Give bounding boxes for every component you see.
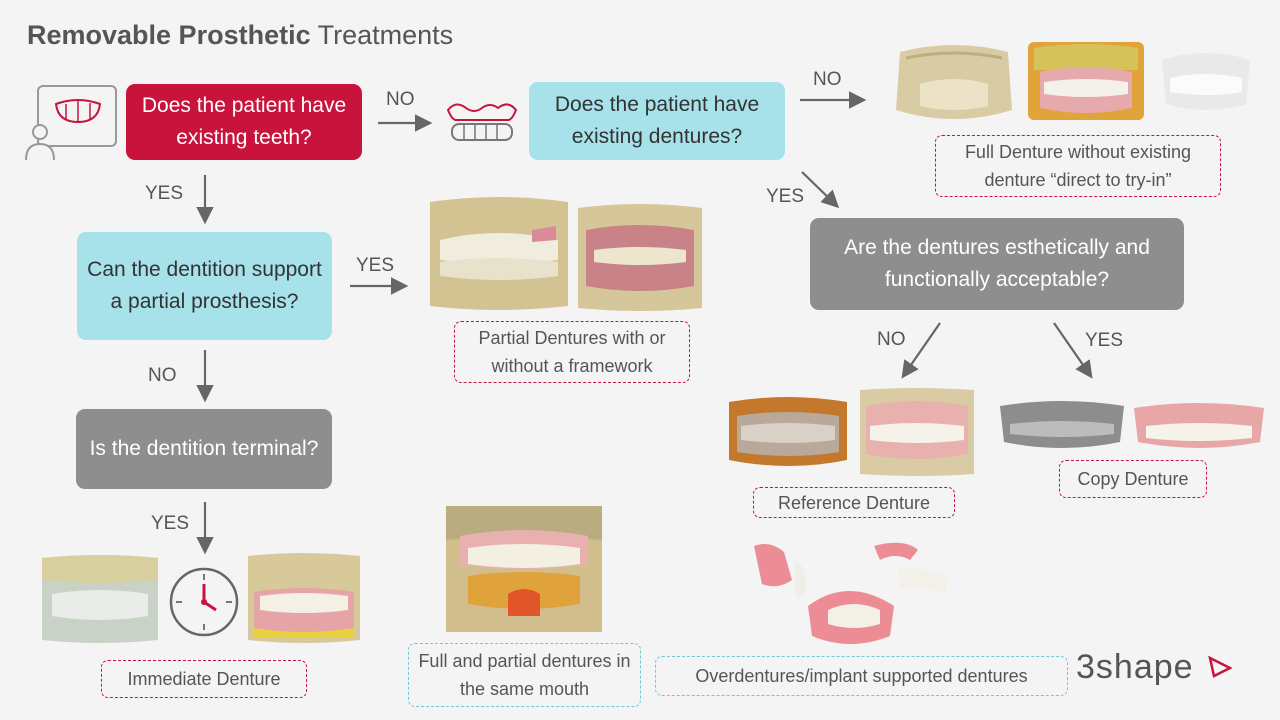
copy-denture-scan-image <box>998 400 1126 452</box>
immediate-denture-scan-image <box>246 552 362 644</box>
label-yes: YES <box>1085 330 1124 351</box>
question-existing-teeth: Does the patient have existing teeth? <box>126 84 362 160</box>
full-denture-scan-image <box>1024 38 1148 124</box>
label-no: NO <box>148 365 177 386</box>
label-yes: YES <box>145 183 184 204</box>
brand-wordmark: 3shape <box>1076 648 1233 687</box>
treatment-immediate-denture: Immediate Denture <box>101 660 307 698</box>
label-no: NO <box>386 89 415 110</box>
treatment-reference-denture: Reference Denture <box>753 487 955 518</box>
treatment-partial-dentures: Partial Dentures with or without a frame… <box>454 321 690 383</box>
partial-denture-framework-image <box>576 204 704 312</box>
treatment-full-and-partial: Full and partial dentures in the same mo… <box>408 643 641 707</box>
question-terminal: Is the dentition terminal? <box>76 409 332 489</box>
partial-denture-model-image <box>428 196 570 312</box>
full-denture-printed-image <box>1156 48 1254 114</box>
label-yes: YES <box>151 513 190 534</box>
treatment-full-denture: Full Denture without existing denture “d… <box>935 135 1221 197</box>
question-support-partial: Can the dentition support a partial pros… <box>77 232 332 340</box>
copy-denture-printed-image <box>1132 402 1266 452</box>
clock-icon <box>168 566 240 638</box>
label-yes: YES <box>356 255 395 276</box>
title-bold: Removable Prosthetic <box>27 20 311 50</box>
patient-monitor-icon <box>24 84 118 162</box>
reference-denture-scan-image <box>725 392 851 470</box>
question-acceptable: Are the dentures esthetically and functi… <box>810 218 1184 310</box>
edentulous-arch-icon <box>444 96 520 146</box>
label-yes: YES <box>766 186 805 207</box>
overdentures-image <box>748 540 954 648</box>
treatment-overdentures: Overdentures/implant supported dentures <box>655 656 1068 696</box>
question-existing-dentures: Does the patient have existing dentures? <box>529 82 785 160</box>
label-no: NO <box>813 69 842 90</box>
label-no: NO <box>877 329 906 350</box>
brand-name: 3shape <box>1076 648 1194 686</box>
full-and-partial-scan-image <box>446 506 602 632</box>
treatment-copy-denture: Copy Denture <box>1059 460 1207 498</box>
page-title: Removable Prosthetic Treatments <box>27 20 453 51</box>
title-light: Treatments <box>317 20 454 50</box>
immediate-denture-model-image <box>40 554 160 644</box>
brand-logo-icon <box>1208 648 1233 687</box>
full-denture-model-image <box>892 38 1016 126</box>
reference-denture-model-image <box>858 388 976 476</box>
